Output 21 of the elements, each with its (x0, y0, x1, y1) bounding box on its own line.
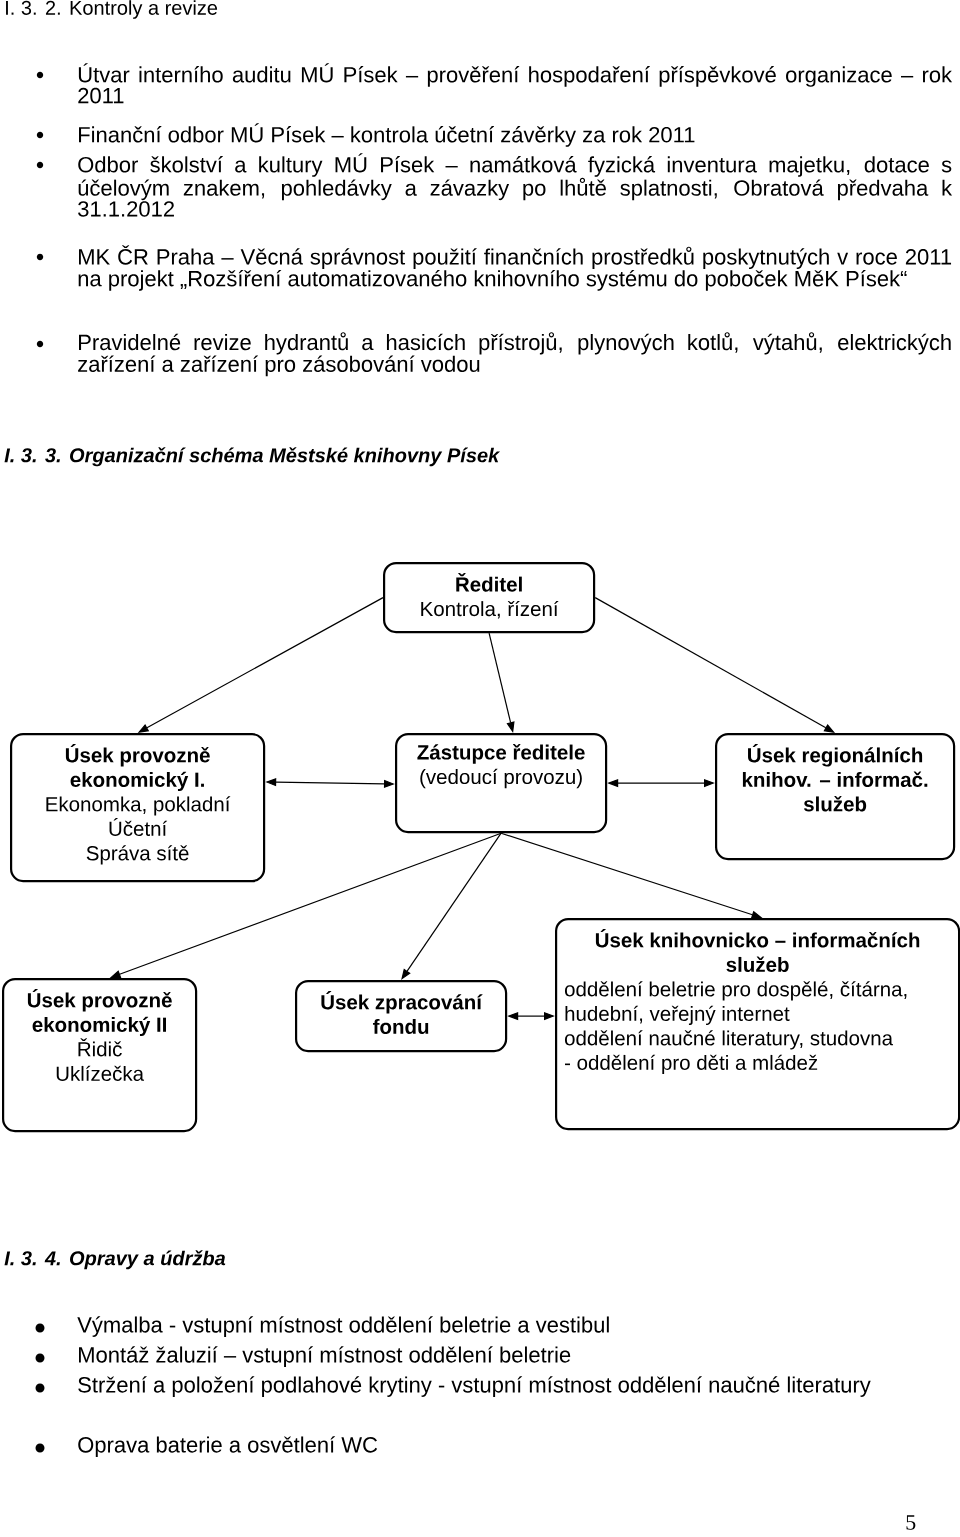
list-item: Výmalba - vstupní místnost oddělení beletrie a vestibul (77, 1316, 609, 1337)
org-box: Úsek zpracování fondu (295, 980, 508, 1053)
org-box: Úsek regionálních knihov. – informač. služeb (715, 733, 956, 861)
section-heading: I. 3. 4. Opravy a údržba (4, 1250, 226, 1270)
list-item: MK ČR Praha – Věcná správnost použití finančních prostředků poskytnutých v roce 2011 na projekt „Rozšíření automatizovaného knihovního systému do poboček MěK Písek“ (78, 245, 952, 291)
list-item: Stržení a položení podlahové krytiny - vstupní místnost oddělení naučné literatury (78, 1376, 871, 1397)
section-heading: I. 3. 2. Kontroly a revize (6, 0, 218, 19)
list-item: Oprava baterie a osvětlení WC (78, 1436, 378, 1457)
list-item: Montáž žaluzií – vstupní místnost oddělení beletrie (79, 1346, 571, 1367)
org-box: Ředitel Kontrola, řízení (383, 562, 596, 634)
page-number: 5 (906, 1515, 916, 1530)
list-item: Pravidelné revize hydrantů a hasicích přístrojů, plynových kotlů, výtahů, elektrických zařízení a zařízení pro zásobování vodou (78, 332, 951, 377)
org-box: Úsek provozně ekonomický II Řidič Uklízečka (2, 978, 198, 1133)
arrow (401, 832, 502, 980)
org-box: Úsek provozně ekonomický I. Ekonomka, pokladní Účetní Správa sítě (10, 733, 266, 883)
section-heading: I. 3. 3. Organizační schéma Městské knihovny Písek (4, 447, 501, 467)
list-item: Finanční odbor MÚ Písek – kontrola účetní závěrky za rok 2011 (79, 123, 695, 147)
list-item: Útvar interního auditu MÚ Písek – prověření hospodaření příspěvkové organizace – rok 2011 (78, 63, 953, 104)
org-box: Zástupce ředitele (vedoucí provozu) (395, 733, 608, 834)
list-item: Odbor školství a kultury MÚ Písek – namátková fyzická inventura majetku, dotace s účelovým znakem, pohledávky a závazky po lhůtě splatnosti, Obratová předvaha k 31.1.2012 (78, 153, 953, 217)
org-box: Úsek knihovnicko – informačních služeb oddělení beletrie pro dospělé, čítárna, hudební, veřejný internet oddělení naučné literatury, studovna - oddělení pro děti a mládež (555, 918, 960, 1131)
